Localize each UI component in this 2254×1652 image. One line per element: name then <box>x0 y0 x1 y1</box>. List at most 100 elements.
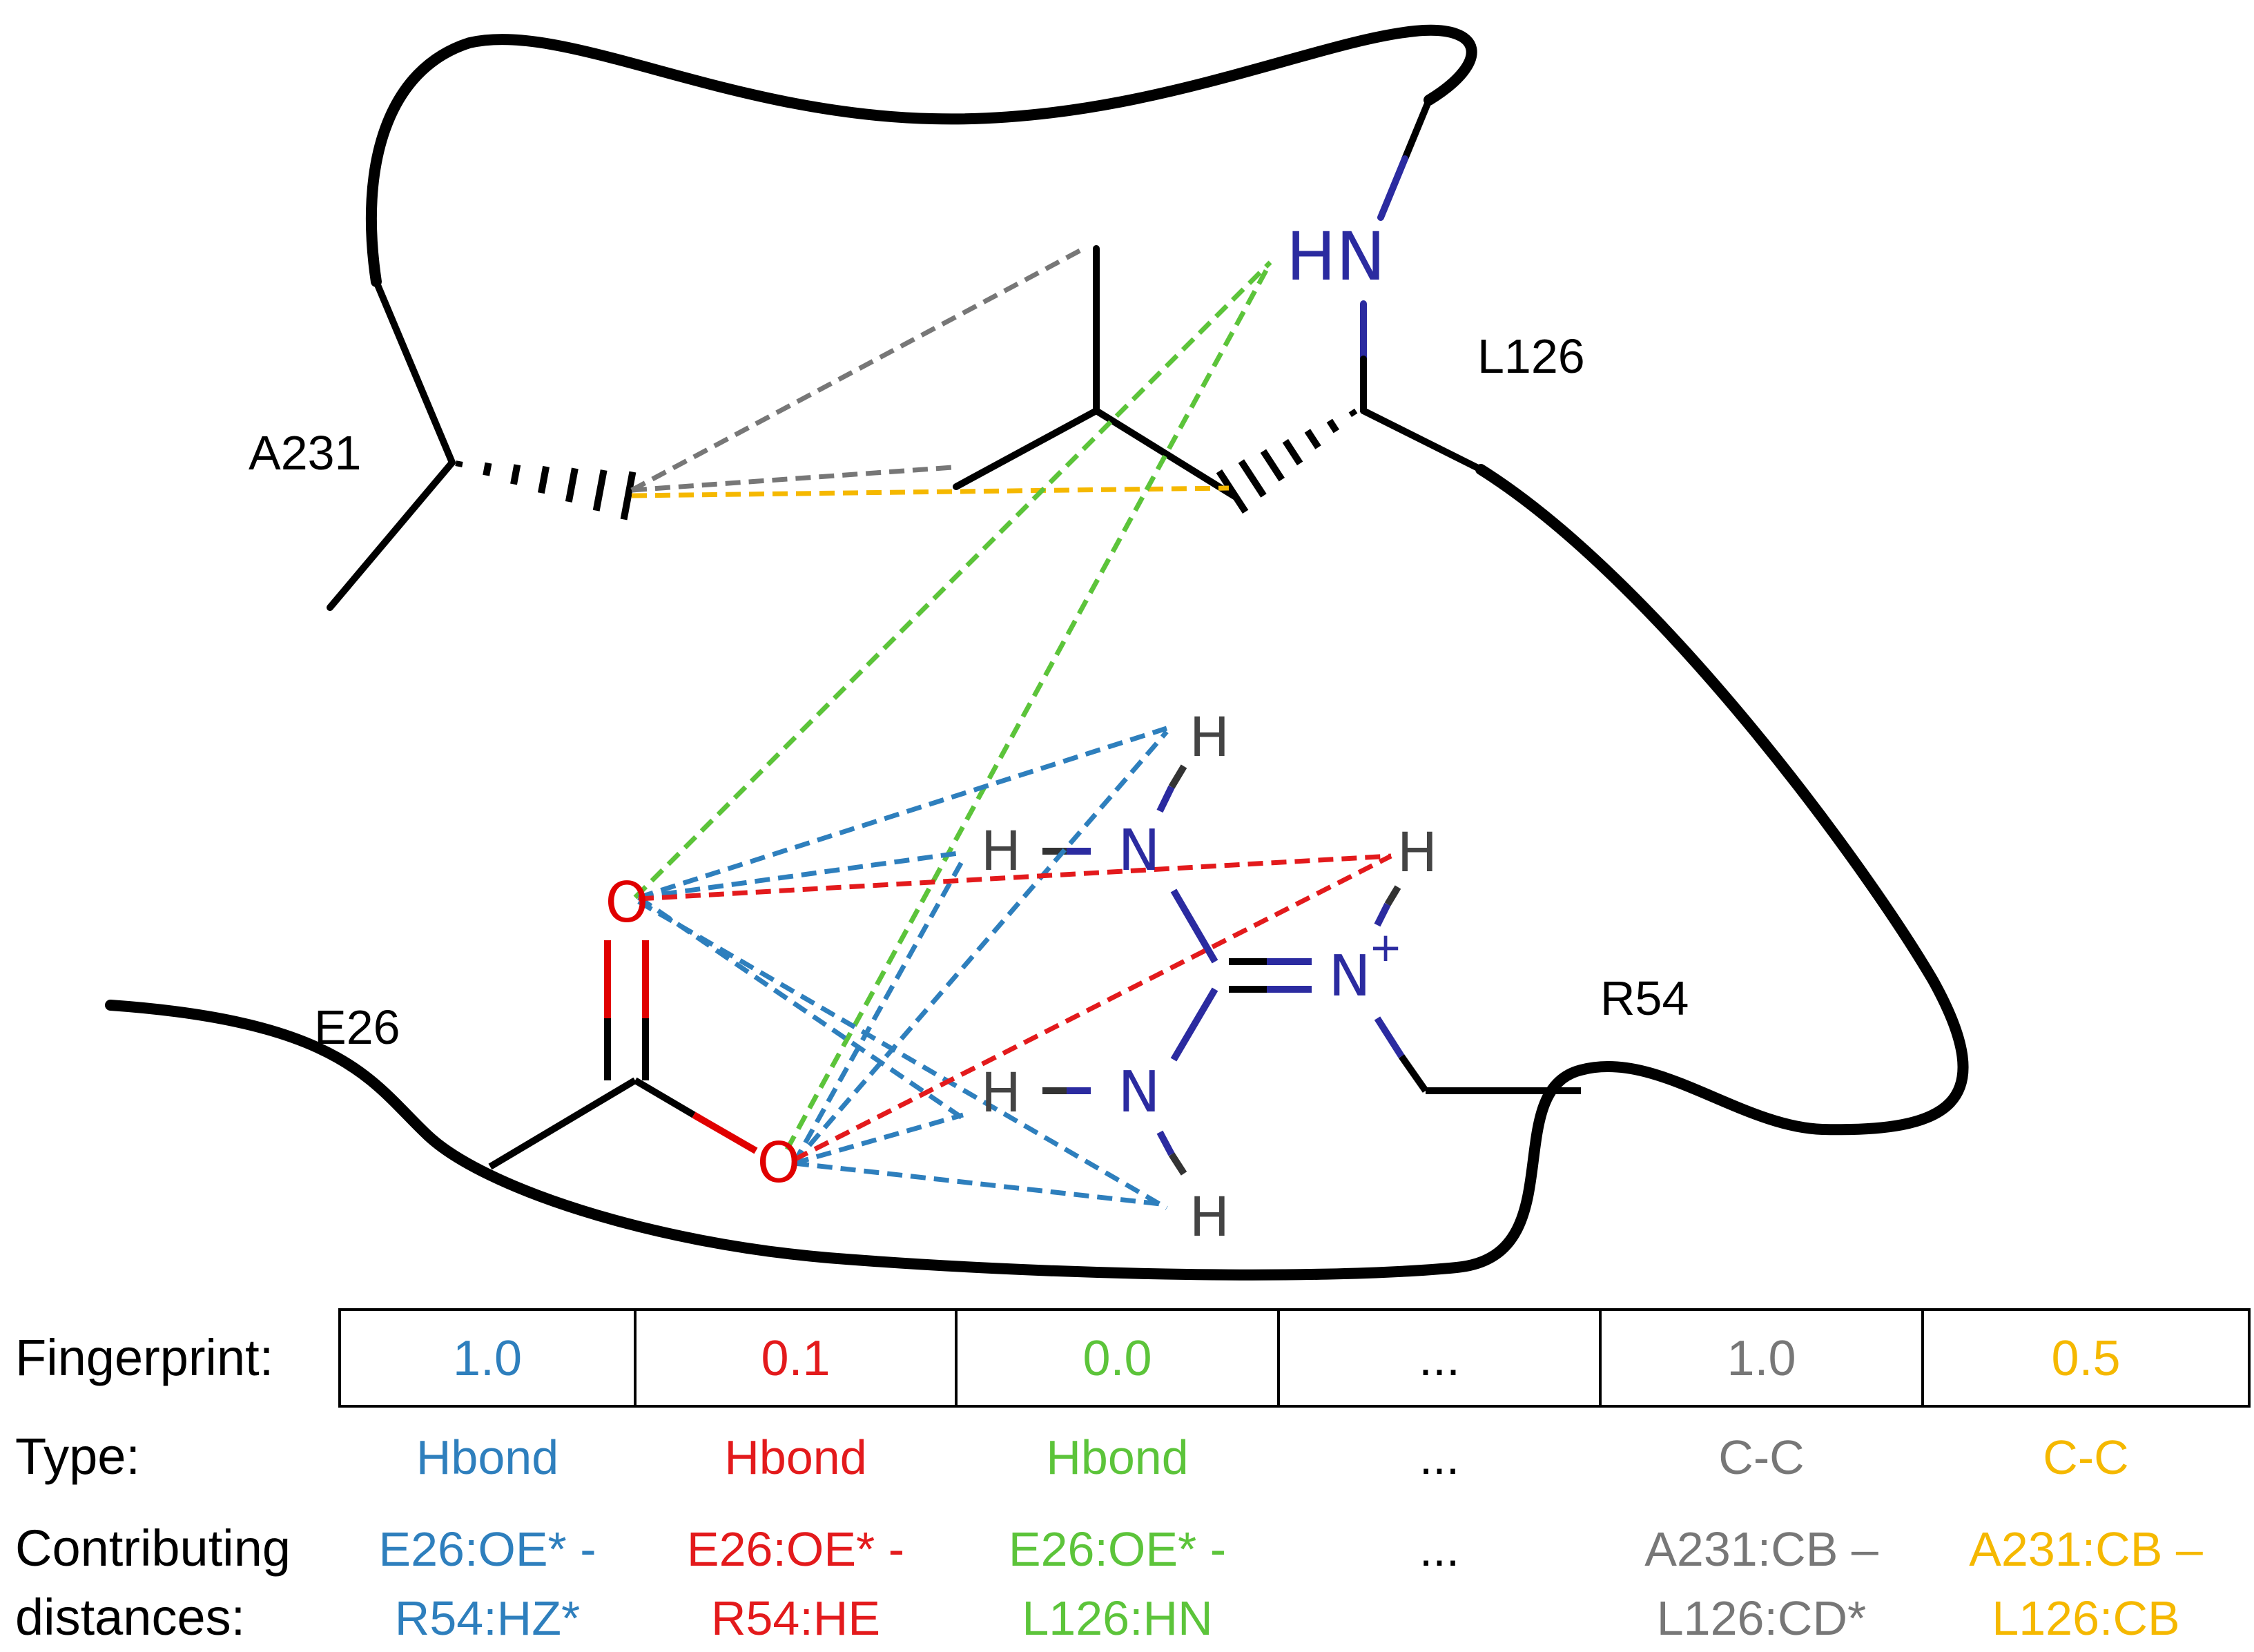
l126-hash-tick-2 <box>1326 418 1340 434</box>
r54-bond-hh-lower-black <box>1168 1152 1187 1176</box>
column-1-type-value: Hbond <box>416 1430 558 1484</box>
l126-hash-tick-5 <box>1260 449 1285 482</box>
distance-lines <box>630 246 1392 1211</box>
column-2-distance-line-1: E26:OE* - <box>687 1522 904 1576</box>
hbond-r54-hz-5 <box>792 730 1169 1165</box>
r54-bond-ne-blue <box>1374 1016 1405 1058</box>
a231-hash-tick-6 <box>592 469 608 512</box>
residue-label-l126: L126 <box>1477 329 1585 383</box>
l126-bond-n-upper <box>1377 155 1408 221</box>
hbond-r54-hz-6 <box>791 858 966 1165</box>
l126-hash-tick-1 <box>1348 408 1358 418</box>
fingerprint-table: Fingerprint: Type: Contributing distance… <box>15 1308 2251 1646</box>
column-2-fingerprint-value: 0.1 <box>761 1331 830 1386</box>
column-5-fingerprint-value: 1.0 <box>1727 1331 1796 1386</box>
hbond-r54-hz-8 <box>793 1160 1167 1207</box>
l126-hash-tick-6 <box>1238 459 1267 498</box>
cc-distance-cd1 <box>630 246 1085 493</box>
a231-bonds <box>327 278 456 611</box>
a231-hash-tick-1 <box>455 460 463 467</box>
column-6-distance-line-1: A231:CB – <box>1969 1522 2203 1576</box>
r54-bond-cz-nh2 <box>1170 987 1218 1062</box>
column-1-distance-line-2: R54:HZ* <box>395 1591 580 1645</box>
column-5-distance-line-1: A231:CB – <box>1644 1522 1878 1576</box>
a231-hash-tick-7 <box>620 471 637 521</box>
atom-l126-hn: HN <box>1286 218 1386 295</box>
atom-labels: HN H H N H N + H N H O O <box>605 218 1438 1249</box>
atom-r54-charge: + <box>1369 924 1403 971</box>
atom-r54-hh12: H <box>981 821 1022 883</box>
hbond-r54-he-2 <box>793 853 1392 1163</box>
atom-r54-hh21: H <box>1189 1187 1230 1249</box>
r54-bond-cd-ne <box>1398 1054 1429 1093</box>
a231-hash-tick-5 <box>565 467 579 503</box>
column-3-distance-line-2: L126:HN <box>1022 1591 1212 1645</box>
residue-label-e26: E26 <box>314 1000 400 1054</box>
atom-r54-ne: N <box>1328 944 1370 1009</box>
l126-bond-backbone-n <box>1401 97 1432 162</box>
fingerprint-box <box>338 1308 2251 1408</box>
l126-hashed-bond <box>1216 408 1358 514</box>
atom-r54-nh1: N <box>1118 818 1160 884</box>
e26-bonds <box>488 940 758 1170</box>
cc-distance-cb <box>631 485 1230 498</box>
a231-hash-tick-2 <box>483 462 492 476</box>
backbone <box>105 24 1969 1281</box>
hbond-l126-hn-1 <box>633 260 1272 900</box>
a231-hashed-bond <box>455 460 637 521</box>
atom-r54-hh11: H <box>1189 707 1230 769</box>
column-4-type-value: ... <box>1419 1430 1459 1484</box>
e26-bond-cg-cd <box>488 1077 637 1170</box>
atom-r54-he: H <box>1397 822 1438 884</box>
column-1-fingerprint-value: 1.0 <box>453 1331 522 1386</box>
a231-bond-ca-n <box>373 278 456 466</box>
r54-bonds <box>1042 764 1581 1176</box>
column-6-type-value: C-C <box>2043 1430 2128 1484</box>
l126-hash-tick-7 <box>1216 469 1249 514</box>
l126-hash-tick-3 <box>1304 429 1321 449</box>
hbond-r54-he-1 <box>638 853 1392 902</box>
r54-bond-hh-lower-blue <box>1156 1130 1175 1156</box>
cc-distance-cd2 <box>631 465 953 493</box>
l126-hash-tick-4 <box>1282 438 1303 466</box>
e26-bond-cd-o-single-red <box>692 1111 758 1154</box>
column-5-type-value: C-C <box>1718 1430 1804 1484</box>
column-6-distance-line-2: L126:CB <box>1992 1591 2179 1645</box>
column-2-distance-line-2: R54:HE <box>711 1591 880 1645</box>
row-label-fingerprint: Fingerprint: <box>15 1329 273 1386</box>
l126-bond-cb <box>1093 407 1239 501</box>
r54-bond-hh-upper-blue <box>1156 785 1175 813</box>
hbond-r54-hz-2 <box>638 850 964 900</box>
column-2-type-value: Hbond <box>724 1430 866 1484</box>
backbone-lower-loop <box>105 464 1969 1281</box>
atom-e26-oe2: O <box>757 1131 801 1195</box>
l126-bond-ca-c <box>1360 407 1484 473</box>
a231-hash-tick-4 <box>537 465 550 494</box>
residue-label-a231: A231 <box>249 426 361 480</box>
r54-bond-he-black <box>1384 885 1401 906</box>
column-4-fingerprint-value: ... <box>1419 1331 1460 1386</box>
column-5-distance-line-2: L126:CD* <box>1657 1591 1867 1645</box>
column-3-distance-line-1: E26:OE* - <box>1009 1522 1226 1576</box>
r54-bond-hh-upper-black <box>1168 764 1187 789</box>
hbond-r54-hz-4 <box>637 899 1168 1211</box>
atom-r54-hh22: H <box>981 1062 1022 1125</box>
r54-bond-he-blue <box>1374 902 1391 927</box>
hbond-l126-hn-2 <box>784 268 1270 1151</box>
row-label-type: Type: <box>15 1428 140 1485</box>
hbond-r54-hz-7 <box>793 1112 964 1166</box>
row-label-distances: distances: <box>15 1588 245 1646</box>
column-4-distance-line-1: ... <box>1419 1522 1459 1576</box>
residue-labels: A231 L126 E26 R54 <box>249 329 1689 1054</box>
l126-bonds <box>953 97 1484 501</box>
fingerprint-dividers <box>634 1310 1924 1406</box>
column-3-fingerprint-value: 0.0 <box>1082 1331 1152 1386</box>
e26-bond-cd-o-single-black <box>633 1077 696 1118</box>
atom-r54-nh2: N <box>1118 1060 1160 1125</box>
column-3-type-value: Hbond <box>1046 1430 1188 1484</box>
row-label-contributing: Contributing <box>15 1519 291 1577</box>
a231-bond-ca-c <box>327 459 456 611</box>
column-6-fingerprint-value: 0.5 <box>2051 1331 2120 1386</box>
a231-hash-tick-3 <box>510 464 521 485</box>
